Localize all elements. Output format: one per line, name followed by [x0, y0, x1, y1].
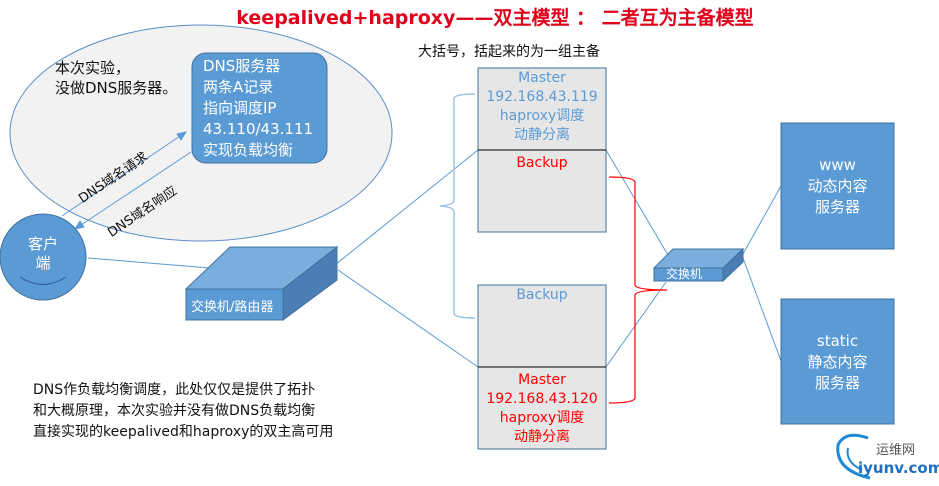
- www-server-box: [780, 122, 895, 250]
- node2-desc: 动静分离: [514, 429, 570, 445]
- static-server-label: static 静态内容 服务器: [781, 331, 894, 394]
- dns-request-arrow: [61, 131, 188, 217]
- dns-server-line: 指向调度IP: [203, 99, 277, 117]
- node1-role: Master: [518, 70, 566, 86]
- node2-backup-label: Backup: [516, 287, 568, 303]
- www-server-line: 动态内容: [807, 177, 868, 195]
- node2-master-label: Master 192.168.43.120 haproxy调度 动静分离: [478, 371, 606, 447]
- client-label-line: 客户: [27, 235, 58, 253]
- node2-role: Master: [518, 372, 566, 388]
- node2-ip: 192.168.43.120: [486, 391, 598, 407]
- ellipse-note-line: 没做DNS服务器。: [55, 79, 178, 97]
- dns-server-label: DNS服务器 两条A记录 指向调度IP 43.110/43.111 实现负载均衡: [203, 56, 313, 161]
- bottom-note-line: DNS作负载均衡调度，此处仅仅是提供了拓扑: [33, 382, 316, 398]
- logo-en: iyunv.com: [858, 459, 939, 477]
- node1-backup-label: Backup: [516, 155, 568, 171]
- blue-brace: [439, 93, 476, 319]
- dns-server-line: 实现负载均衡: [203, 141, 294, 159]
- client-smile: [19, 276, 67, 285]
- router-label: 交换机/路由器: [191, 300, 274, 315]
- dns-server-line: 43.110/43.111: [203, 120, 314, 138]
- node1-master-label: Master 192.168.43.119 haproxy调度 动静分离: [478, 69, 606, 145]
- bottom-note: DNS作负载均衡调度，此处仅仅是提供了拓扑 和大概原理，本次实验并没有做DNS负…: [33, 380, 333, 443]
- red-brace: [608, 176, 668, 404]
- ellipse-note: 本次实验， 没做DNS服务器。: [55, 58, 177, 98]
- switch-node: [652, 247, 745, 283]
- client-label: 客户 端: [14, 235, 72, 273]
- brace-note: 大括号，括起来的为一组主备: [418, 44, 600, 60]
- bottom-note-line: 和大概原理，本次实验并没有做DNS负载均衡: [33, 403, 316, 419]
- page-title: keepalived+haproxy——双主模型 ： 二者互为主备模型: [236, 7, 754, 29]
- static-server-box: [780, 298, 895, 425]
- static-server-line: 静态内容: [807, 353, 868, 371]
- node2-desc: haproxy调度: [499, 410, 585, 426]
- logo-swirl: [836, 433, 871, 480]
- dns-server-line: DNS服务器: [203, 57, 281, 75]
- node1-box: [477, 67, 607, 233]
- switch-label: 交换机: [666, 267, 703, 281]
- bottom-note-line: 直接实现的keepalived和haproxy的双主高可用: [33, 424, 334, 440]
- router-node: [184, 245, 339, 321]
- static-server-line: static: [816, 332, 859, 350]
- ellipse-note-line: 本次实验，: [55, 59, 131, 77]
- www-server-line: 服务器: [814, 198, 860, 216]
- network-links: [87, 149, 782, 368]
- www-server-line: www: [819, 156, 856, 174]
- node1-ip: 192.168.43.119: [486, 89, 598, 105]
- www-server-label: www 动态内容 服务器: [781, 155, 894, 218]
- static-server-line: 服务器: [814, 374, 860, 392]
- dns-server-line: 两条A记录: [203, 78, 274, 96]
- node1-desc: haproxy调度: [499, 108, 585, 124]
- node2-box: [477, 284, 607, 450]
- logo-cn: 运维网: [876, 443, 916, 458]
- client-label-line: 端: [35, 254, 51, 272]
- dns-server-box: [191, 52, 328, 164]
- dns-response-arrow: [73, 151, 192, 230]
- node1-desc: 动静分离: [514, 127, 570, 143]
